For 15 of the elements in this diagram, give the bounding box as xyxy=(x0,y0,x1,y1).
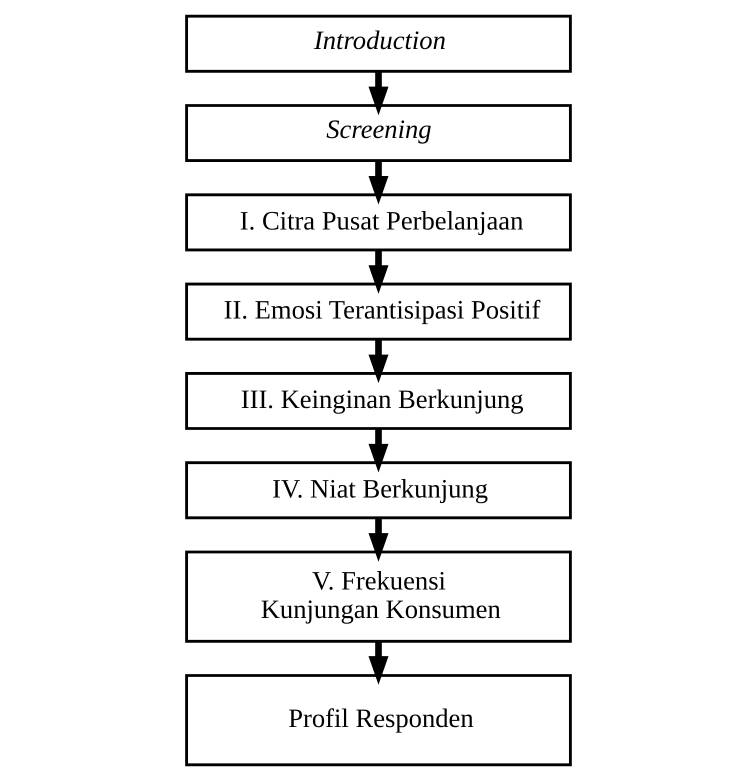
node-box: II. Emosi Terantisipasi Positif xyxy=(184,282,572,341)
arrow xyxy=(368,250,388,294)
arrow xyxy=(368,428,388,472)
arrow xyxy=(368,340,388,384)
node-box: V. Frekuensi Kunjungan Konsumen xyxy=(184,550,572,643)
node-box: IV. Niat Berkunjung xyxy=(184,461,572,520)
arrow xyxy=(368,518,388,562)
node-box: Introduction xyxy=(184,14,572,73)
arrow xyxy=(368,642,388,685)
node-box: I. Citra Pusat Perbelanjaan xyxy=(184,193,572,252)
arrow xyxy=(368,161,388,205)
node-box: Screening xyxy=(184,104,572,162)
node-box: Profil Responden xyxy=(184,674,572,766)
arrow xyxy=(368,72,388,116)
node-box: III. Keinginan Berkunjung xyxy=(184,372,572,430)
